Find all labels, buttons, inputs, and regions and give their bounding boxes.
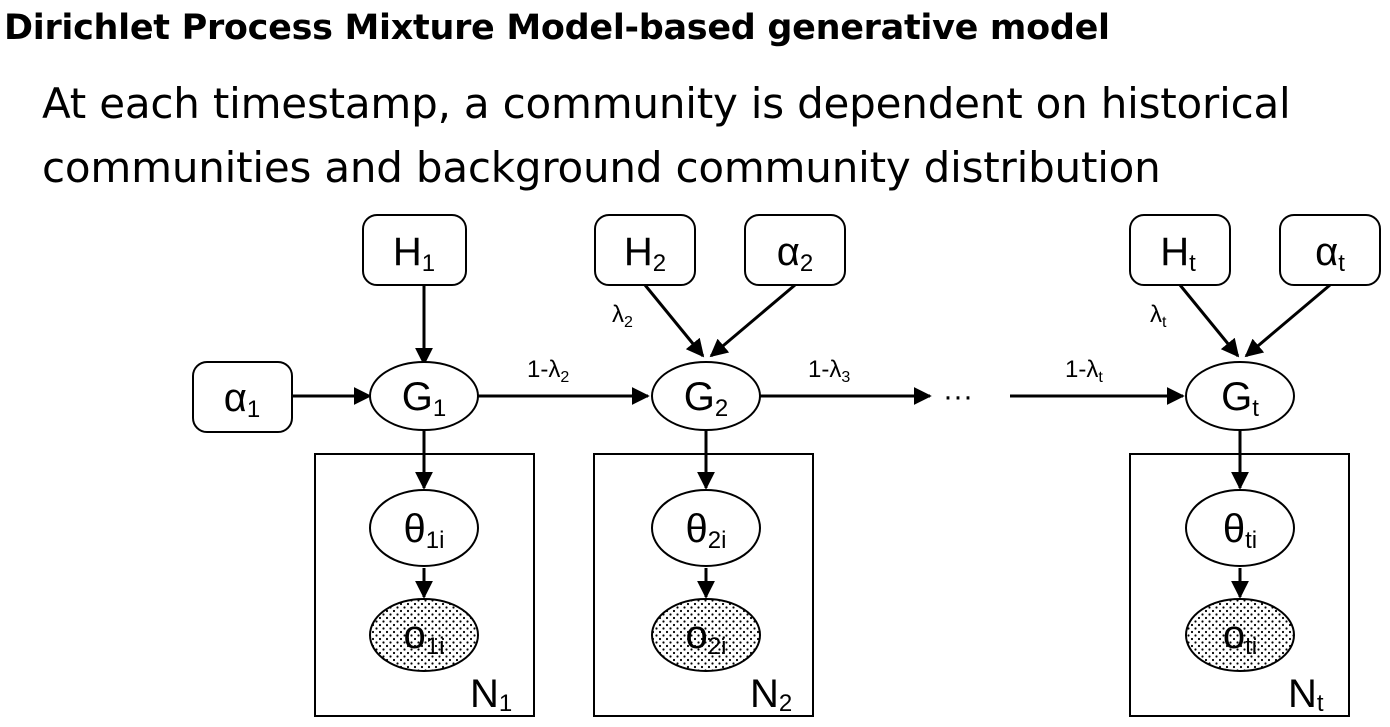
svg-text:θ2i: θ2i [686,507,727,554]
svg-text:α2: α2 [777,230,813,277]
edge-H2-G2 [643,284,705,358]
plate-2-sub: 2 [779,690,792,717]
svg-text:N1: N1 [470,672,512,717]
svg-text:o2i: o2i [686,613,727,660]
ellipsis: ··· [943,380,973,413]
subtitle-line-1: At each timestamp, a community is depend… [42,79,1291,128]
node-alpha1: α1 [192,361,293,433]
subtitle-line-2: communities and background community dis… [42,143,1161,192]
node-G1: G1 [369,361,479,431]
node-theta1i: θ1i [369,489,479,567]
plate-2-label: N [750,672,779,716]
node-alphat: αt [1279,214,1381,286]
edge-a2-G2 [709,283,796,358]
svg-text:αt: αt [1315,230,1345,277]
svg-text:oti: oti [1223,613,1257,660]
node-o1i: o1i [369,598,479,672]
edge-label-lambda2: λ2 [612,301,633,331]
edge-label-lambdat: λt [1150,301,1167,331]
edge-label-1-lambda3: 1-λ3 [808,356,850,386]
node-Ht: Ht [1129,214,1231,286]
slide-title: Dirichlet Process Mixture Model-based ge… [4,8,1110,48]
svg-text:o1i: o1i [404,613,445,660]
svg-text:θti: θti [1223,507,1257,554]
node-oti: oti [1185,598,1295,672]
node-G2: G2 [651,361,761,431]
svg-text:G2: G2 [684,375,728,422]
svg-text:H1: H1 [393,230,435,277]
plate-2: N2 [593,453,814,717]
svg-text:α1: α1 [224,376,260,423]
svg-text:Gt: Gt [1221,375,1259,422]
node-o2i: o2i [651,598,761,672]
edge-label-1-lambdat: 1-λt [1065,356,1103,386]
edge-at-Gt [1244,283,1331,358]
svg-text:N2: N2 [750,672,792,717]
plate-t-sub: t [1317,690,1324,717]
node-alpha2: α2 [744,214,846,286]
node-H2: H2 [594,214,696,286]
plate-1-label: N [470,672,499,716]
plate-1-sub: 1 [499,690,512,717]
node-thetati: θti [1185,489,1295,567]
slide-subtitle: At each timestamp, a community is depend… [42,72,1291,200]
node-theta2i: θ2i [651,489,761,567]
svg-text:G1: G1 [402,375,446,422]
edge-Ht-Gt [1178,284,1240,358]
edge-label-1-lambda2: 1-λ2 [527,356,569,386]
svg-text:θ1i: θ1i [404,507,445,554]
svg-text:Ht: Ht [1160,230,1196,277]
node-H1: H1 [362,214,467,286]
edges [292,283,1331,599]
svg-text:Nt: Nt [1288,672,1324,717]
node-Gt: Gt [1185,361,1295,431]
svg-text:H2: H2 [624,230,666,277]
plate-t-label: N [1288,672,1317,716]
